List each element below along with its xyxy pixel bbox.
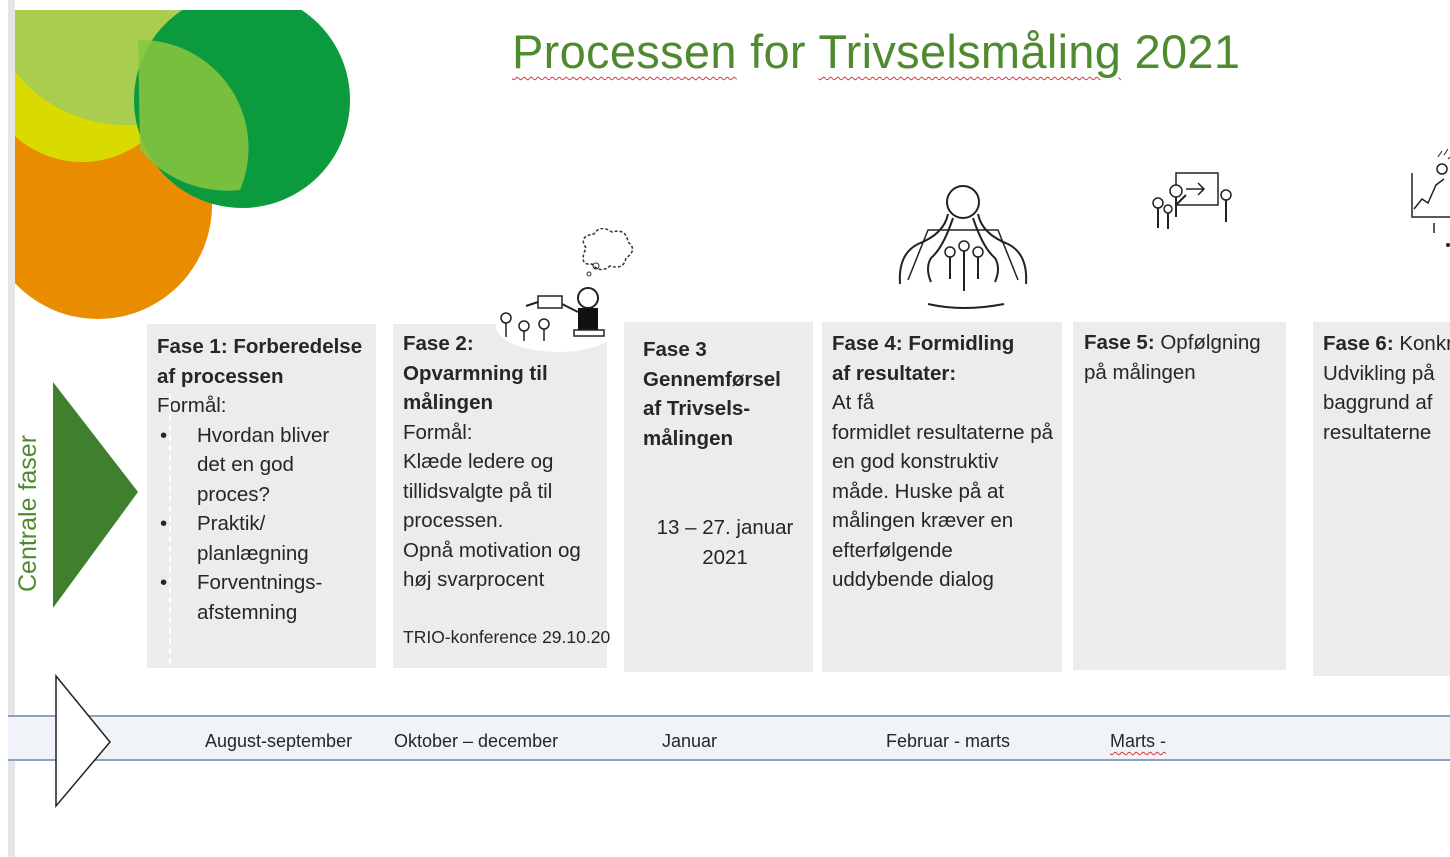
central-phases-label: Centrale faser <box>14 434 42 592</box>
phase-2-purpose: Formål: <box>403 420 473 444</box>
trio-conference-note: TRIO-konference 29.10.20 <box>403 627 611 647</box>
timeline-month: Februar - marts <box>886 731 1011 751</box>
page-title: Processen for Trivselsmåling 2021 <box>512 25 1241 78</box>
phase-2-text: Klæde ledere og tillidsvalgte på til pro… <box>403 450 554 532</box>
phase-5-text: Fase 5: Opfølgning på målingen <box>1084 331 1261 384</box>
octopus-illustration <box>898 185 1028 309</box>
phase-1-purpose: Formål: <box>157 394 227 417</box>
list-item: Forventnings-afstemning <box>157 568 347 627</box>
timeline-month: Januar <box>662 731 718 751</box>
growth-chart-illustration <box>1411 148 1450 247</box>
phase-3-box: Fase 3 Gennemførsel af Trivsels-målingen… <box>624 322 813 672</box>
timeline-month: Oktober – december <box>394 731 559 751</box>
phase-5-box: Fase 5: Opfølgning på målingen <box>1073 322 1286 670</box>
phase-6-line-2: Udvikling på <box>1323 361 1435 385</box>
timeline-month: Marts - <box>1110 731 1166 751</box>
presentation-illustration <box>1152 172 1232 229</box>
watering-plants-illustration <box>496 228 634 352</box>
phase-4-box: Fase 4: Formidling af resultater: At få … <box>822 322 1062 672</box>
phase-2-box: Fase 2:Opvarmning til målingen Formål: K… <box>393 324 607 668</box>
list-item: Hvordan bliver det en god proces? <box>157 421 347 510</box>
phase-3-heading: Fase 3 Gennemførsel af Trivsels-målingen <box>643 338 781 450</box>
phase-6-heading: Fase 6: Konkr <box>1323 332 1450 355</box>
phase-6-box: Fase 6: Konkr Udvikling på baggrund af r… <box>1313 322 1450 676</box>
timeline-arrow <box>55 674 111 809</box>
phase-4-line-1: At få <box>832 391 875 414</box>
phase-2-text-2: Opnå motivation og høj svarprocent <box>403 538 581 592</box>
phase-6-line-3: baggrund af <box>1323 391 1433 414</box>
left-edge-rule <box>8 0 15 857</box>
phase-4-text: formidlet resultaterne på en god konstru… <box>832 420 1054 592</box>
phase-1-bullets: Hvordan bliver det en god proces? Prakti… <box>157 421 372 628</box>
list-item: Praktik/ planlægning <box>157 509 347 568</box>
overlapping-circles-logo <box>15 10 350 319</box>
phase-arrow <box>53 382 138 608</box>
phase-4-heading: Fase 4: Formidling af resultater: <box>832 332 1015 385</box>
timeline-band <box>8 715 1450 761</box>
phase-6-line-4: resultaterne <box>1323 420 1432 444</box>
phase-2-heading: Fase 2:Opvarmning til målingen <box>403 332 548 414</box>
timeline-month: August-september <box>205 731 353 751</box>
